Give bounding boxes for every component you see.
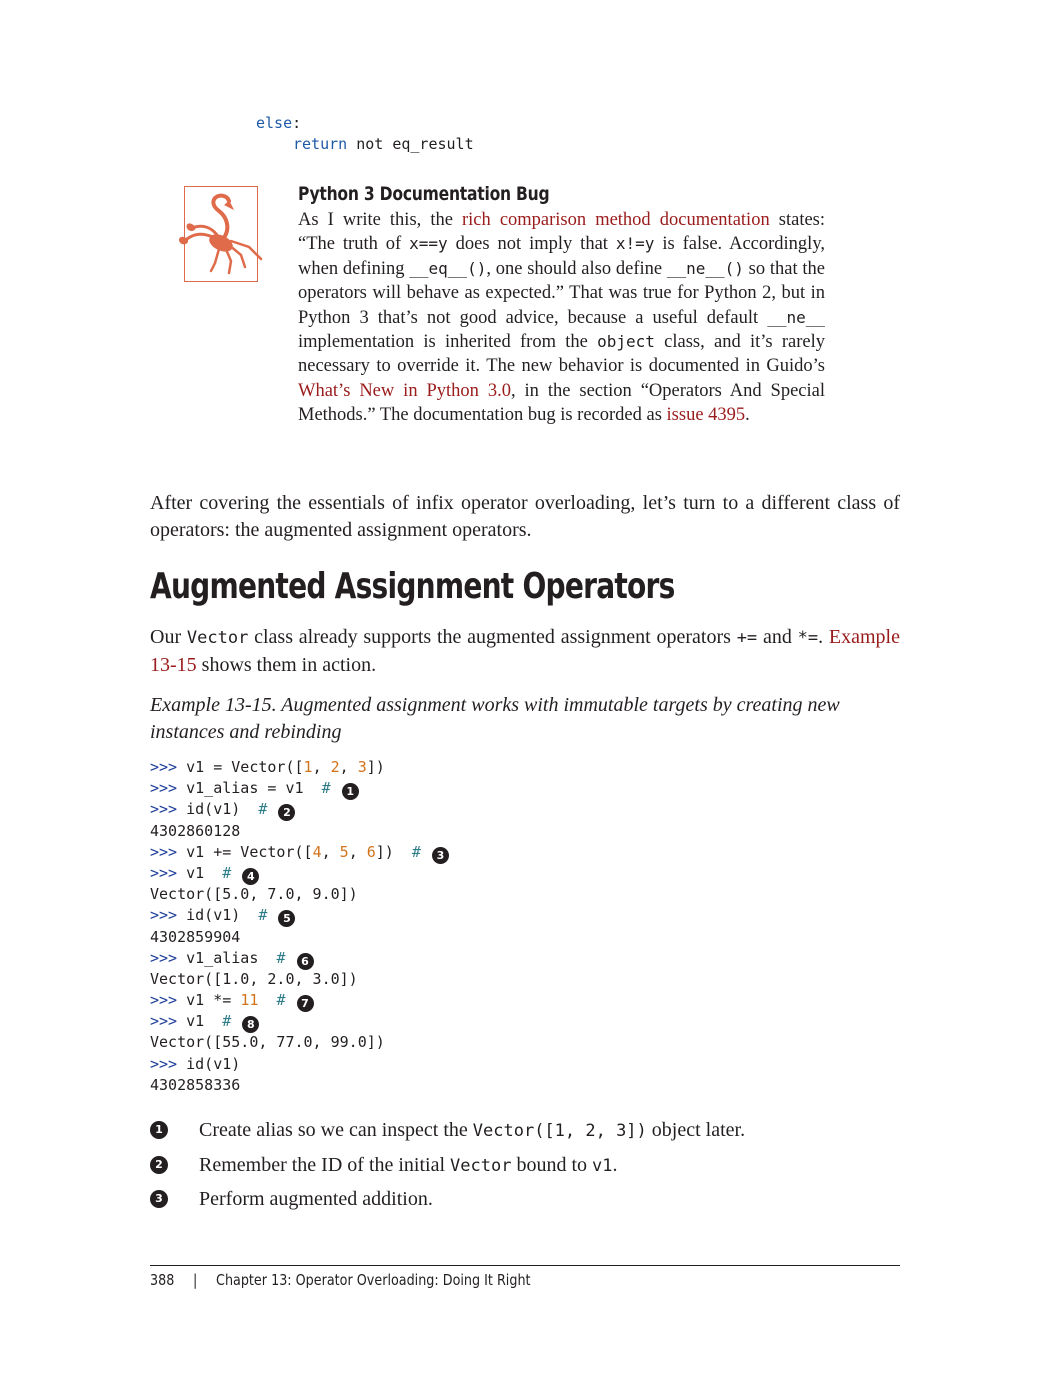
callout-note: 2 Remember the ID of the initial Vector … [150, 1152, 900, 1187]
note-title: Python 3 Documentation Bug [298, 183, 550, 205]
section-heading: Augmented Assignment Operators [150, 566, 675, 607]
callout-marker: 2 [278, 804, 296, 822]
callout-marker: 3 [150, 1190, 168, 1208]
code-line: Vector([55.0, 77.0, 99.0]) [150, 1033, 385, 1052]
code-line: >>> id(v1) [150, 1054, 241, 1073]
code-line: 4302860128 [150, 821, 241, 840]
callout-marker: 2 [150, 1155, 168, 1174]
footer-separator: | [193, 1271, 198, 1289]
code-line: else: [256, 114, 302, 132]
callout-marker: 6 [296, 952, 314, 970]
code-line: >>> id(v1) # 5 [150, 905, 449, 928]
body-paragraph: After covering the essentials of infix o… [150, 492, 900, 541]
code-listing: >>> v1 = Vector([1, 2, 3]) >>> v1_alias … [150, 757, 449, 1096]
callout-marker: 1 [150, 1121, 168, 1139]
example-caption: Example 13-15. Augmented assignment work… [150, 694, 840, 743]
callout-marker: 8 [242, 1016, 260, 1034]
code-line: Vector([5.0, 7.0, 9.0]) [150, 885, 358, 904]
callout-marker: 1 [341, 783, 359, 801]
whats-new-python3-link[interactable]: What’s New in Python 3.0 [298, 380, 511, 401]
code-line: return not eq_result [293, 135, 474, 153]
callout-note: 3 Perform augmented addition. [150, 1186, 900, 1221]
page-footer: 388 | Chapter 13: Operator Overloading: Do… [150, 1271, 531, 1289]
code-line: Vector([1.0, 2.0, 3.0]) [150, 969, 358, 988]
code-line: >>> id(v1) # 2 [150, 799, 449, 822]
code-line: >>> v1 = Vector([1, 2, 3]) [150, 758, 385, 776]
page-number: 388 [150, 1271, 175, 1289]
note-body: As I write this, the rich comparison met… [298, 210, 826, 426]
warning-box [178, 186, 263, 282]
chapter-title: Chapter 13: Operator Overloading: Doing … [216, 1271, 531, 1289]
code-line: >>> v1 # 8 [150, 1011, 449, 1034]
code-line: >>> v1 # 4 [150, 863, 449, 885]
example-13-15-link[interactable]: Example 13-15 [150, 626, 900, 676]
body-paragraph: Our Vector class already supports the au… [150, 626, 900, 676]
code-line: 4302859904 [150, 927, 241, 946]
code-fragment: else: return not eq_result [256, 113, 474, 155]
callout-marker: 4 [242, 867, 260, 885]
code-line: 4302858336 [150, 1075, 241, 1094]
callout-notes: 1 Create alias so we can inspect the Vec… [150, 1117, 900, 1221]
callout-marker: 5 [278, 910, 296, 928]
code-line: >>> v1_alias = v1 # 1 [150, 778, 449, 801]
footer-divider [150, 1265, 900, 1266]
callout-marker: 7 [296, 995, 314, 1013]
scorpion-icon [178, 193, 263, 275]
rich-comparison-docs-link[interactable]: rich comparison method documentation [462, 210, 770, 230]
documentation-note: Python 3 Documentation Bug As I write th… [298, 183, 825, 428]
callout-marker: 3 [431, 846, 449, 864]
callout-note: 1 Create alias so we can inspect the Vec… [150, 1117, 900, 1152]
code-line: >>> v1 += Vector([4, 5, 6]) # 3 [150, 842, 449, 864]
code-line: >>> v1_alias # 6 [150, 948, 449, 970]
code-line: >>> v1 *= 11 # 7 [150, 990, 449, 1013]
issue-4395-link[interactable]: issue 4395 [666, 405, 746, 426]
